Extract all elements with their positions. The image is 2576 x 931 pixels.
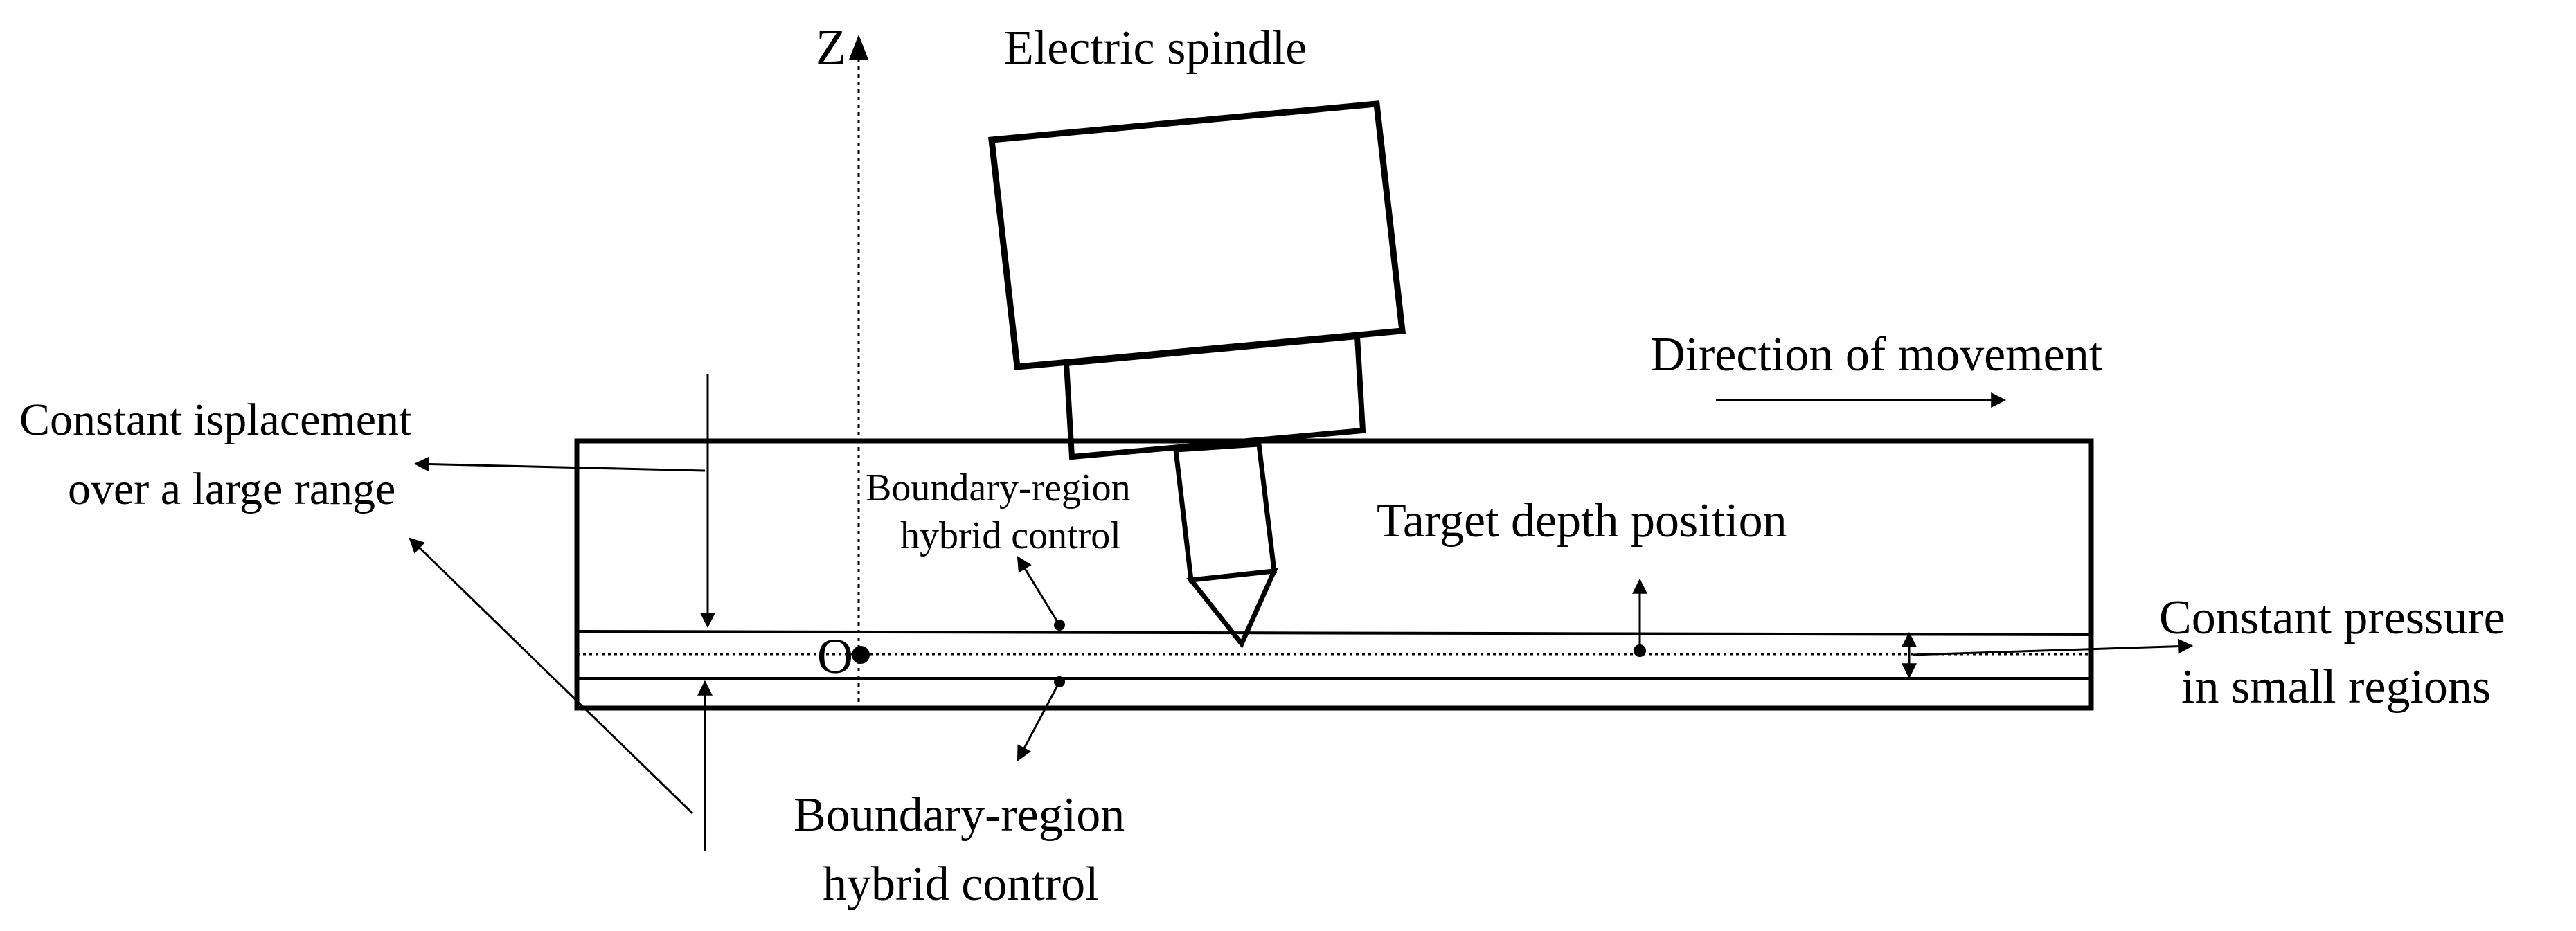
boundary-upper-label-line1: Boundary-region — [866, 467, 1131, 509]
spindle-motor-housing — [988, 100, 1406, 370]
origin-label: O — [817, 629, 853, 684]
spindle-tool-shank — [1173, 442, 1277, 583]
z-axis-label: Z — [816, 19, 846, 75]
workpiece-block — [574, 438, 2094, 711]
pressure-pointer-arrow — [1912, 638, 2194, 656]
boundary-upper-pointer-arrow — [1017, 556, 1061, 626]
boundary-lower-label-line1: Boundary-region — [794, 788, 1125, 842]
origin-dot — [852, 646, 870, 664]
constant-displacement-label-line2: over a large range — [68, 464, 395, 514]
spindle-label: Electric spindle — [1004, 21, 1307, 75]
boundary-upper-label-line2: hybrid control — [900, 514, 1121, 557]
direction-label: Direction of movement — [1650, 328, 2103, 381]
target-depth-point — [1634, 644, 1646, 657]
spindle-tool-tip — [1186, 568, 1278, 649]
constant-pressure-label-line1: Constant pressure — [2159, 591, 2505, 644]
target-depth-label: Target depth position — [1377, 494, 1787, 548]
constant-displacement-label-line1: Constant isplacement — [19, 395, 411, 445]
displacement-pointer-arrow — [413, 456, 706, 472]
z-axis-arrowhead — [849, 35, 868, 60]
boundary-lower-pointer-arrow — [1017, 681, 1061, 761]
constant-pressure-label-line2: in small regions — [2181, 660, 2491, 714]
boundary-lower-label-line2: hybrid control — [823, 858, 1099, 911]
upper-boundary-line — [576, 630, 2092, 636]
spindle-collar — [1063, 333, 1366, 460]
displacement-diagonal-arrow — [409, 537, 694, 815]
